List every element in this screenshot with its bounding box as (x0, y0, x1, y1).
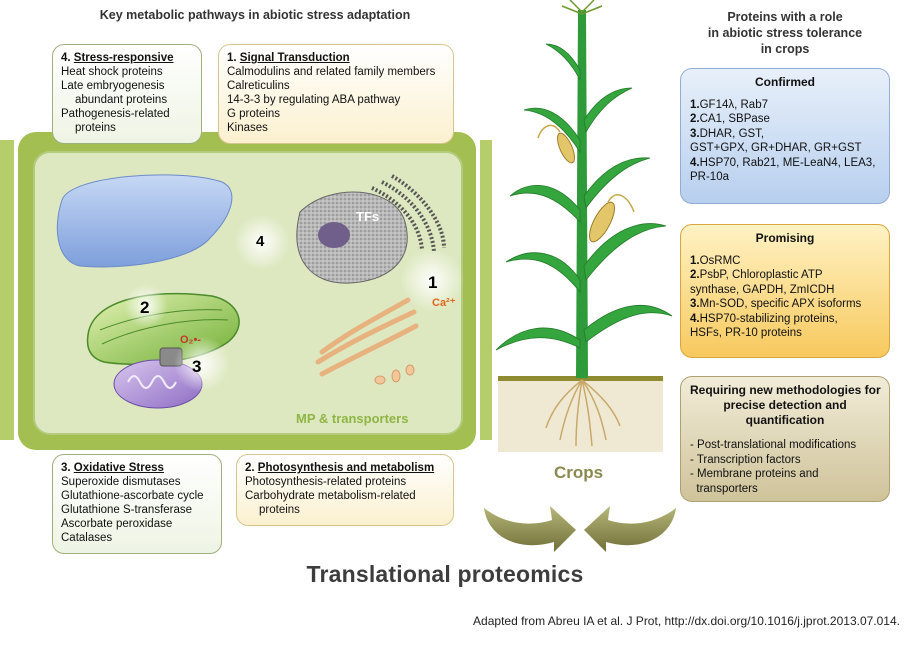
main-title: Translational proteomics (306, 561, 584, 587)
methodologies-box: Requiring new methodologies for precise … (680, 376, 890, 502)
nucleus (296, 191, 408, 284)
neighbor-cell-left (0, 140, 14, 440)
cell-illustration (0, 132, 492, 450)
signal-line-1: Calmodulins and related family members (227, 66, 436, 78)
glow-3 (174, 336, 230, 392)
confirmed-box: Confirmed 1.GF14λ, Rab7 2.CA1, SBPase 3.… (680, 68, 890, 204)
promising-item-2: 2.PsbP, Chloroplastic ATP (690, 269, 823, 281)
promising-title: Promising (755, 231, 815, 245)
promising-item-4b: HSFs, PR-10 proteins (690, 327, 802, 339)
confirmed-item-4: 4.HSP70, Rab21, ME-LeaN4, LEA3, (690, 156, 876, 169)
stress-responsive-box: 4. Stress-responsive Heat shock proteins… (52, 44, 202, 144)
methodologies-item-1: - Post-translational modifications (690, 439, 857, 451)
maize-plant (495, 0, 673, 452)
golgi-apparatus (315, 297, 419, 377)
photosynthesis-box: 2. Photosynthesis and metabolism Photosy… (236, 454, 454, 526)
stress-responsive-title: Stress-responsive (73, 52, 174, 64)
label-1: 1 (428, 273, 438, 292)
glow-2 (124, 284, 168, 328)
confirmed-item-1: 1.GF14λ, Rab7 (690, 98, 768, 111)
oxidative-line-4: Ascorbate peroxidase (61, 518, 173, 530)
confirmed-item-2: 2.CA1, SBPase (690, 113, 770, 125)
oxidative-title: Oxidative Stress (73, 462, 164, 474)
stress-line-4: Pathogenesis-related (61, 108, 170, 120)
promising-box: Promising 1.OsRMC 2.PsbP, Chloroplastic … (680, 224, 890, 358)
label-4: 4 (256, 233, 265, 250)
citation: Adapted from Abreu IA et al. J Prot, htt… (473, 614, 900, 628)
signal-line-3: 14-3-3 by regulating ABA pathway (227, 94, 401, 106)
roots (545, 379, 621, 447)
signal-line-4: G proteins (227, 108, 281, 120)
right-header-line-1: Proteins with a role (727, 10, 843, 24)
oxidative-num: 3. (61, 462, 71, 474)
ears (537, 124, 635, 243)
cycle-arrows (484, 506, 676, 552)
promising-item-2b: synthase, GAPDH, ZmICDH (690, 283, 835, 296)
crops-label: Crops (554, 463, 604, 482)
methodologies-title-3: quantification (745, 413, 825, 427)
oxidative-line-1: Superoxide dismutases (61, 476, 181, 488)
stress-line-3: abundant proteins (75, 94, 168, 106)
neighbor-cell-right (480, 140, 492, 440)
oxidative-line-3: Glutathione S-transferase (61, 504, 193, 516)
promising-item-4: 4.HSP70-stabilizing proteins, (690, 312, 838, 325)
confirmed-title: Confirmed (755, 75, 815, 89)
tfs-label: TFs (356, 209, 380, 224)
methodologies-item-3: - Membrane proteins and (690, 468, 819, 480)
signal-line-5: Kinases (227, 122, 268, 134)
calcium-label: Ca²⁺ (432, 297, 456, 309)
golgi-vesicles (374, 364, 415, 385)
label-3: 3 (192, 357, 202, 376)
arrow-right (584, 506, 676, 552)
stress-line-1: Heat shock proteins (61, 66, 163, 78)
photo-title: Photosynthesis and metabolism (257, 462, 435, 474)
label-2: 2 (140, 298, 150, 317)
confirmed-item-3b: GST+GPX, GR+DHAR, GR+GST (690, 142, 862, 154)
methodologies-title-2: precise detection and (723, 398, 847, 412)
confirmed-item-4b: PR-10a (690, 171, 729, 183)
signal-num: 1. (227, 52, 237, 64)
methodologies-item-4: transporters (690, 482, 758, 495)
methodologies-title-1: Requiring new methodologies for (690, 383, 881, 397)
signal-transduction-box: 1. Signal Transduction Calmodulins and r… (218, 44, 454, 144)
superoxide-label: O₂•- (180, 334, 201, 346)
signal-title: Signal Transduction (239, 52, 350, 64)
signal-line-2: Calreticulins (227, 80, 290, 92)
glow-4 (234, 214, 290, 270)
stress-line-2: Late embryogenesis (61, 80, 165, 92)
photo-line-2: Carbohydrate metabolism-related (245, 490, 416, 502)
stress-line-5: proteins (75, 122, 116, 134)
nucleolus (318, 222, 350, 248)
photo-line-3: proteins (259, 504, 300, 516)
tassel (561, 0, 603, 15)
oxidative-line-5: Catalases (61, 532, 113, 544)
right-header: Proteins with a role in abiotic stress t… (680, 9, 890, 57)
oxidative-line-2: Glutathione-ascorbate cycle (61, 490, 204, 502)
methodologies-item-2: - Transcription factors (690, 453, 801, 466)
promising-item-1: 1.OsRMC (690, 254, 741, 267)
vacuole (56, 174, 233, 268)
promising-item-3: 3.Mn-SOD, specific APX isoforms (690, 298, 862, 310)
right-header-line-3: in crops (760, 42, 810, 56)
photo-num: 2. (245, 462, 255, 474)
ground-line (498, 376, 663, 381)
endoplasmic-reticulum (371, 174, 446, 253)
leaves (495, 43, 673, 351)
right-header-line-2: in abiotic stress tolerance (707, 26, 863, 40)
mp-transporters-label: MP & transporters (296, 411, 409, 426)
oxidative-stress-box: 3. Oxidative Stress Superoxide dismutase… (52, 454, 222, 554)
glow-1 (400, 248, 464, 312)
arrow-left (484, 506, 576, 552)
left-header: Key metabolic pathways in abiotic stress… (99, 8, 411, 22)
confirmed-item-3: 3.DHAR, GST, (690, 127, 765, 140)
stress-responsive-num: 4. (61, 52, 71, 64)
photo-line-1: Photosynthesis-related proteins (245, 476, 407, 488)
